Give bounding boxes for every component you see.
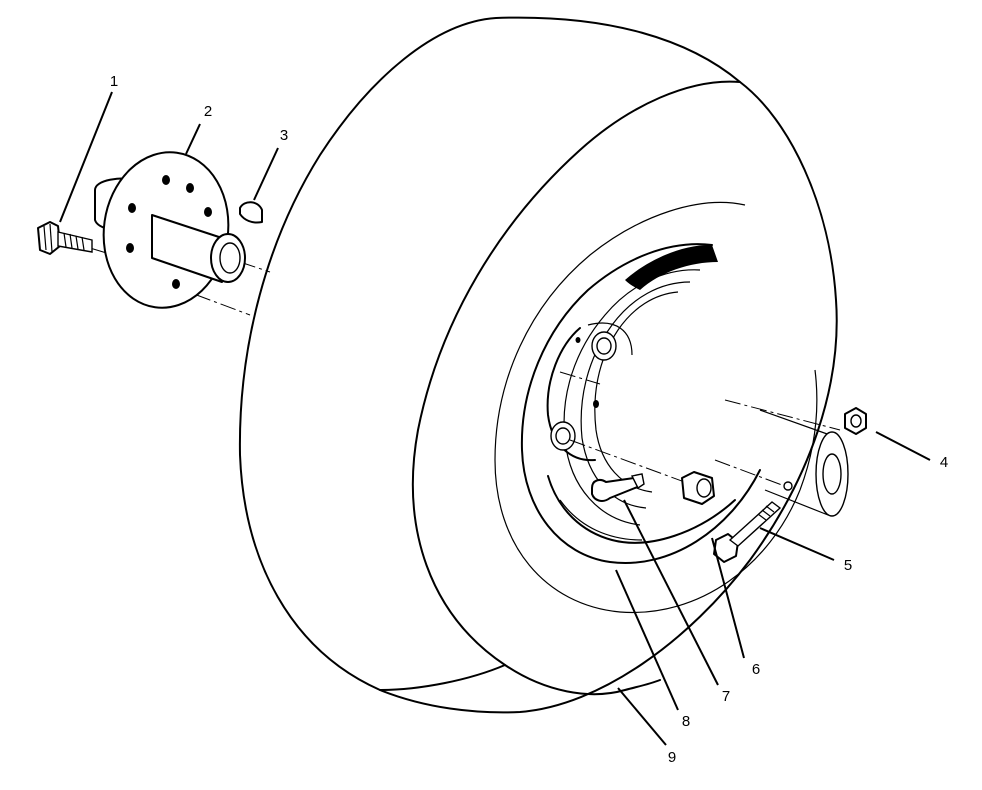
callout-6: 6 (752, 661, 760, 678)
callout-8: 8 (682, 713, 690, 730)
tire (238, 16, 838, 714)
key-part-3 (239, 201, 263, 224)
callout-labels: 1 2 3 4 5 6 7 8 9 (110, 73, 948, 766)
callout-9: 9 (668, 749, 676, 766)
lug-nut-part-6 (681, 471, 715, 505)
leader-lines (59, 91, 931, 746)
bolt-part-1 (37, 221, 93, 255)
valve-stem-part-7 (591, 473, 645, 502)
callout-5: 5 (844, 557, 852, 574)
callout-4: 4 (940, 454, 948, 471)
hub-part-2 (94, 151, 246, 309)
callout-1: 1 (110, 73, 118, 90)
wheel-rim (520, 243, 761, 564)
callout-2: 2 (204, 103, 212, 120)
lock-nut-part-4 (844, 407, 867, 435)
long-bolt-part-5 (713, 501, 782, 563)
callout-7: 7 (722, 688, 730, 705)
axle-shaft (759, 409, 849, 517)
callout-3: 3 (280, 127, 288, 144)
